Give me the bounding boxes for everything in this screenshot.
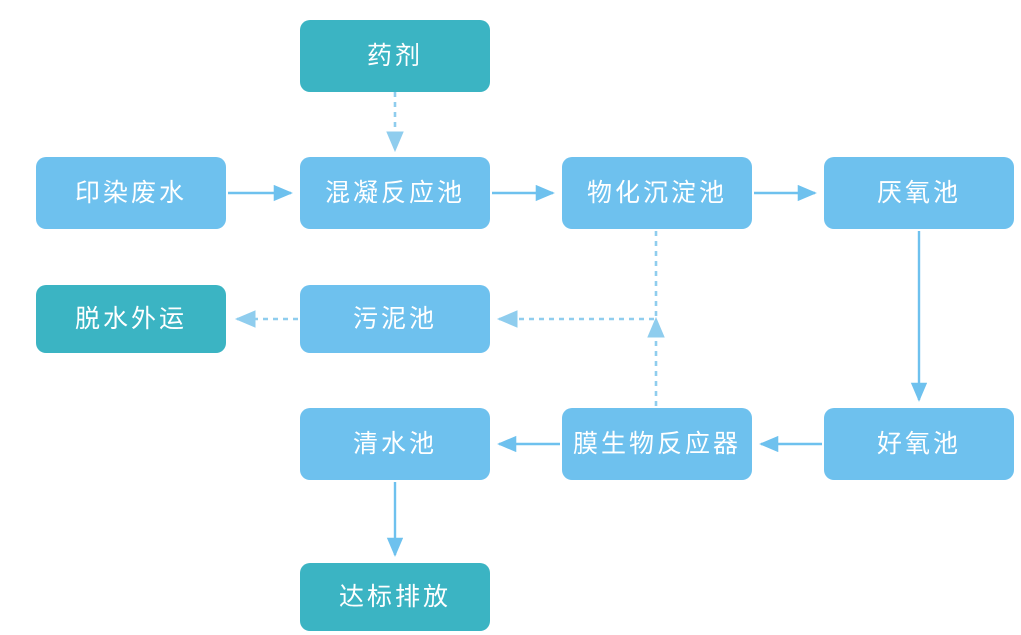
- flow-node-label: 药剂: [366, 41, 423, 70]
- flow-node-label: 脱水外运: [74, 304, 187, 333]
- flow-node-label: 混凝反应池: [324, 178, 465, 207]
- flow-node-label: 印染废水: [74, 178, 187, 207]
- flow-node-label: 达标排放: [338, 582, 451, 611]
- flow-node-mbr[interactable]: 膜生物反应器: [562, 408, 752, 480]
- flow-node-sediment[interactable]: 物化沉淀池: [562, 157, 752, 229]
- flow-node-reagent[interactable]: 药剂: [300, 20, 490, 92]
- flow-node-sludge[interactable]: 污泥池: [300, 285, 490, 353]
- flow-node-label: 污泥池: [352, 304, 437, 333]
- flow-node-discharge[interactable]: 达标排放: [300, 563, 490, 631]
- flow-node-label: 物化沉淀池: [586, 178, 727, 207]
- flow-node-clearwater[interactable]: 清水池: [300, 408, 490, 480]
- flow-node-coagulation[interactable]: 混凝反应池: [300, 157, 490, 229]
- flow-node-label: 厌氧池: [876, 178, 961, 207]
- flow-node-influent[interactable]: 印染废水: [36, 157, 226, 229]
- flow-edge-sediment-to-sludge: [496, 231, 658, 328]
- flow-node-label: 清水池: [352, 429, 437, 458]
- flow-node-dewater[interactable]: 脱水外运: [36, 285, 226, 353]
- flow-node-aerobic[interactable]: 好氧池: [824, 408, 1014, 480]
- flow-node-anaerobic[interactable]: 厌氧池: [824, 157, 1014, 229]
- flow-node-label: 膜生物反应器: [572, 429, 741, 458]
- flow-node-label: 好氧池: [876, 429, 961, 458]
